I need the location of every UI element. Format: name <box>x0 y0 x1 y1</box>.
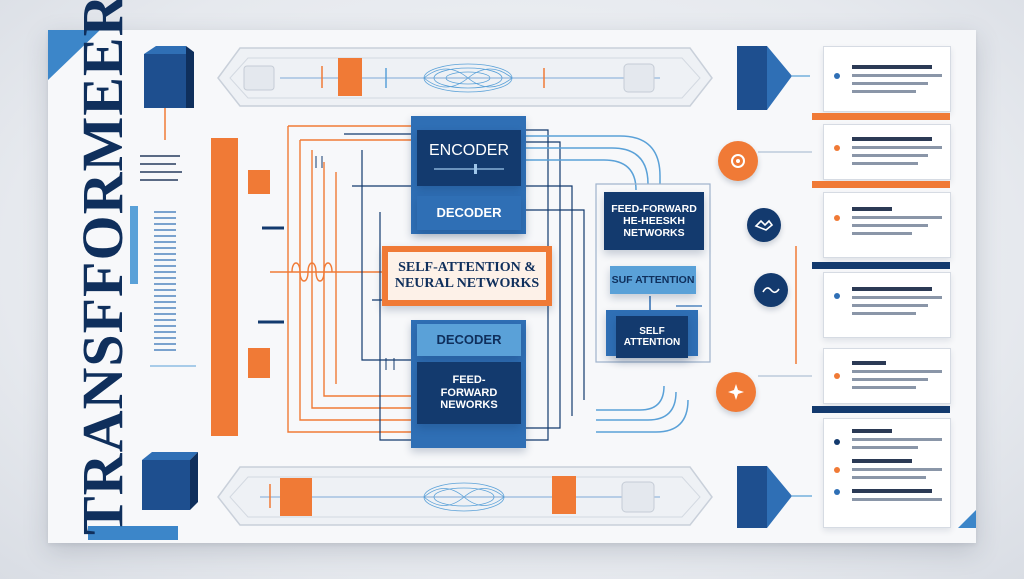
left-cube-top-icon <box>144 46 194 140</box>
orange-square-icon <box>248 348 270 378</box>
bullet-icon <box>834 215 840 221</box>
gear-icon <box>731 154 745 168</box>
feed-forward-right-block[interactable]: FEED-FORWARD HE-HEESKH NETWORKS <box>604 192 704 250</box>
left-text-marks <box>140 155 182 181</box>
bullet-icon <box>834 467 840 473</box>
top-pipeline-arrow-icon <box>217 47 713 107</box>
handshake-icon <box>754 219 774 231</box>
self-attention-nn-label[interactable]: SELF-ATTENTION & NEURAL NETWORKS <box>388 252 546 300</box>
bullet-icon <box>834 489 840 495</box>
bullet-icon <box>834 293 840 299</box>
decoder-bottom-block[interactable]: DECODER <box>417 324 521 356</box>
navy-divider <box>812 262 950 269</box>
feed-forward-right-label: FEED-FORWARD HE-HEESKH NETWORKS <box>611 202 697 240</box>
corner-accent-icon <box>48 30 100 80</box>
info-card <box>823 348 951 404</box>
orange-divider <box>812 181 950 188</box>
left-ruler <box>154 211 176 351</box>
decoder-top-label: DECODER <box>436 204 502 220</box>
navy-cube-bottom-icon <box>737 466 812 528</box>
wire-coils <box>291 262 333 282</box>
suf-attention-label: SUF ATTENTION <box>611 273 695 286</box>
bottom-waveform-icon <box>423 482 505 512</box>
navy-divider <box>812 406 950 413</box>
feed-forward-bottom-label: FEED-FORWARD NEWORKS <box>440 374 498 412</box>
encoder-block[interactable]: ENCODER <box>417 130 521 186</box>
bullet-icon <box>834 373 840 379</box>
info-card <box>823 418 951 528</box>
info-card <box>823 124 951 180</box>
left-wire-bundle-orange <box>270 125 412 433</box>
left-cube-bottom-icon <box>142 452 198 510</box>
navy-cube-top-icon <box>737 46 810 110</box>
self-attention-small-label: SELF ATTENTION <box>623 325 681 349</box>
left-orange-rail <box>211 138 238 436</box>
slider-icon <box>434 164 504 175</box>
navy-badge-icon[interactable] <box>754 273 788 307</box>
title-underline <box>88 526 178 540</box>
bullet-icon <box>834 439 840 445</box>
wave-icon <box>762 287 780 294</box>
top-waveform-icon <box>423 63 513 93</box>
bullet-icon <box>834 73 840 79</box>
info-card <box>823 46 951 112</box>
orange-badge-icon[interactable] <box>718 141 758 181</box>
left-accent-bar <box>130 206 138 284</box>
self-attention-nn-frame: SELF-ATTENTION & NEURAL NETWORKS <box>382 246 552 306</box>
bullet-icon <box>834 145 840 151</box>
decoder-bottom-label: DECODER <box>436 331 502 347</box>
self-attention-small-block[interactable]: SELF ATTENTION <box>616 316 688 358</box>
feed-forward-bottom-block[interactable]: FEED-FORWARD NEWORKS <box>417 362 521 424</box>
poster-title: TRANSFFORMEER <box>70 0 135 535</box>
orange-badge-icon[interactable] <box>716 372 756 412</box>
info-card <box>823 272 951 338</box>
info-card <box>823 192 951 258</box>
decoder-top-block[interactable]: DECODER <box>417 196 521 230</box>
suf-attention-block[interactable]: SUF ATTENTION <box>610 266 696 294</box>
navy-badge-icon[interactable] <box>747 208 781 242</box>
spark-icon <box>728 384 744 400</box>
right-module-frame <box>595 183 711 363</box>
wire-ticks <box>315 156 395 370</box>
corner-accent-icon <box>958 510 976 528</box>
orange-square-icon <box>248 170 270 194</box>
encoder-label: ENCODER <box>428 141 509 159</box>
orange-divider <box>812 113 950 120</box>
